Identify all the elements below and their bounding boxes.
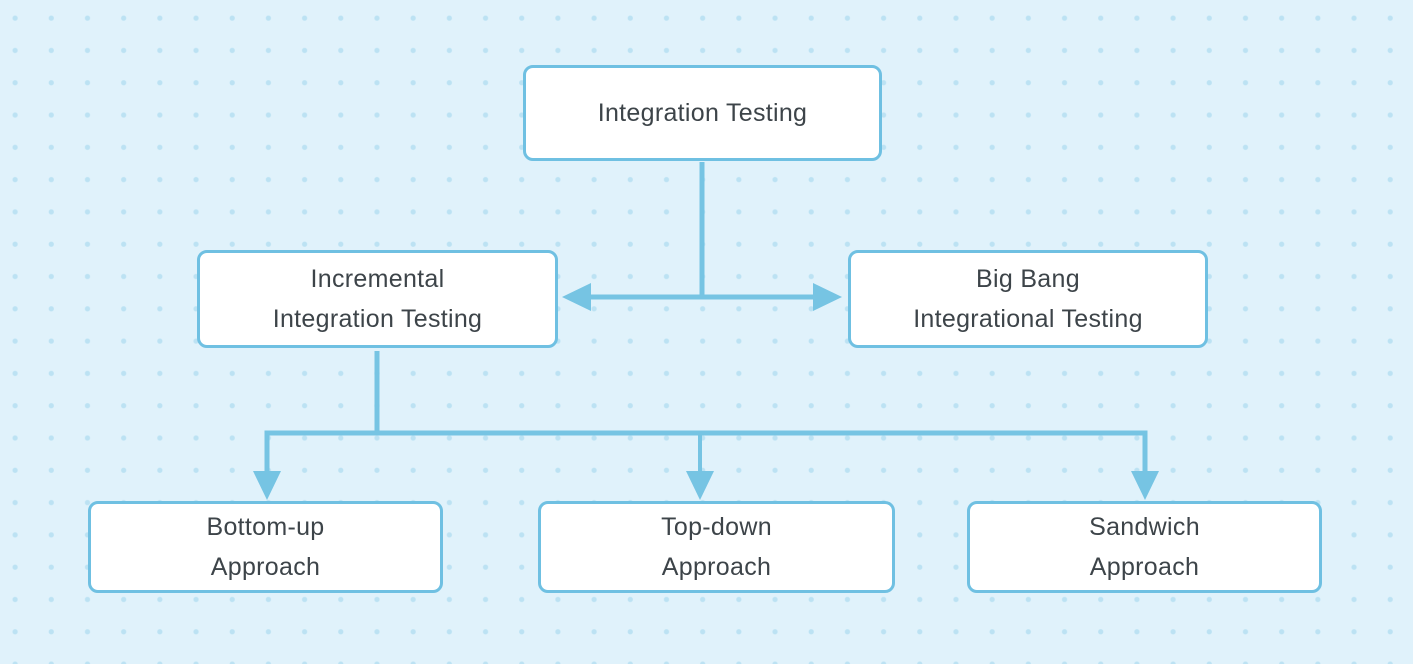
node-label: Incremental Integration Testing: [272, 265, 483, 333]
node-label: Bottom-up Approach: [206, 513, 325, 581]
arrowhead-to-bigbang-icon: [813, 283, 842, 311]
arrowhead-to-topdown-icon: [686, 471, 714, 500]
node-label: Top-down Approach: [661, 513, 772, 581]
connector-approaches-rail: [264, 430, 1148, 472]
node-top-down-approach: Top-down Approach: [530, 501, 895, 601]
arrowhead-to-bottomup-icon: [253, 471, 281, 500]
node-incremental-integration-testing: Incremental Integration Testing: [189, 250, 558, 356]
node-label: Integration Testing: [597, 99, 808, 127]
arrowhead-to-incremental-icon: [562, 283, 591, 311]
node-big-bang-integrational-testing: Big Bang Integrational Testing: [840, 250, 1208, 356]
node-bottom-up-approach: Bottom-up Approach: [80, 501, 443, 601]
node-label: Sandwich Approach: [1089, 513, 1200, 581]
node-label: Big Bang Integrational Testing: [913, 265, 1143, 333]
node-integration-testing: Integration Testing: [515, 65, 882, 169]
arrowhead-to-sandwich-icon: [1131, 471, 1159, 500]
node-sandwich-approach: Sandwich Approach: [959, 501, 1322, 601]
